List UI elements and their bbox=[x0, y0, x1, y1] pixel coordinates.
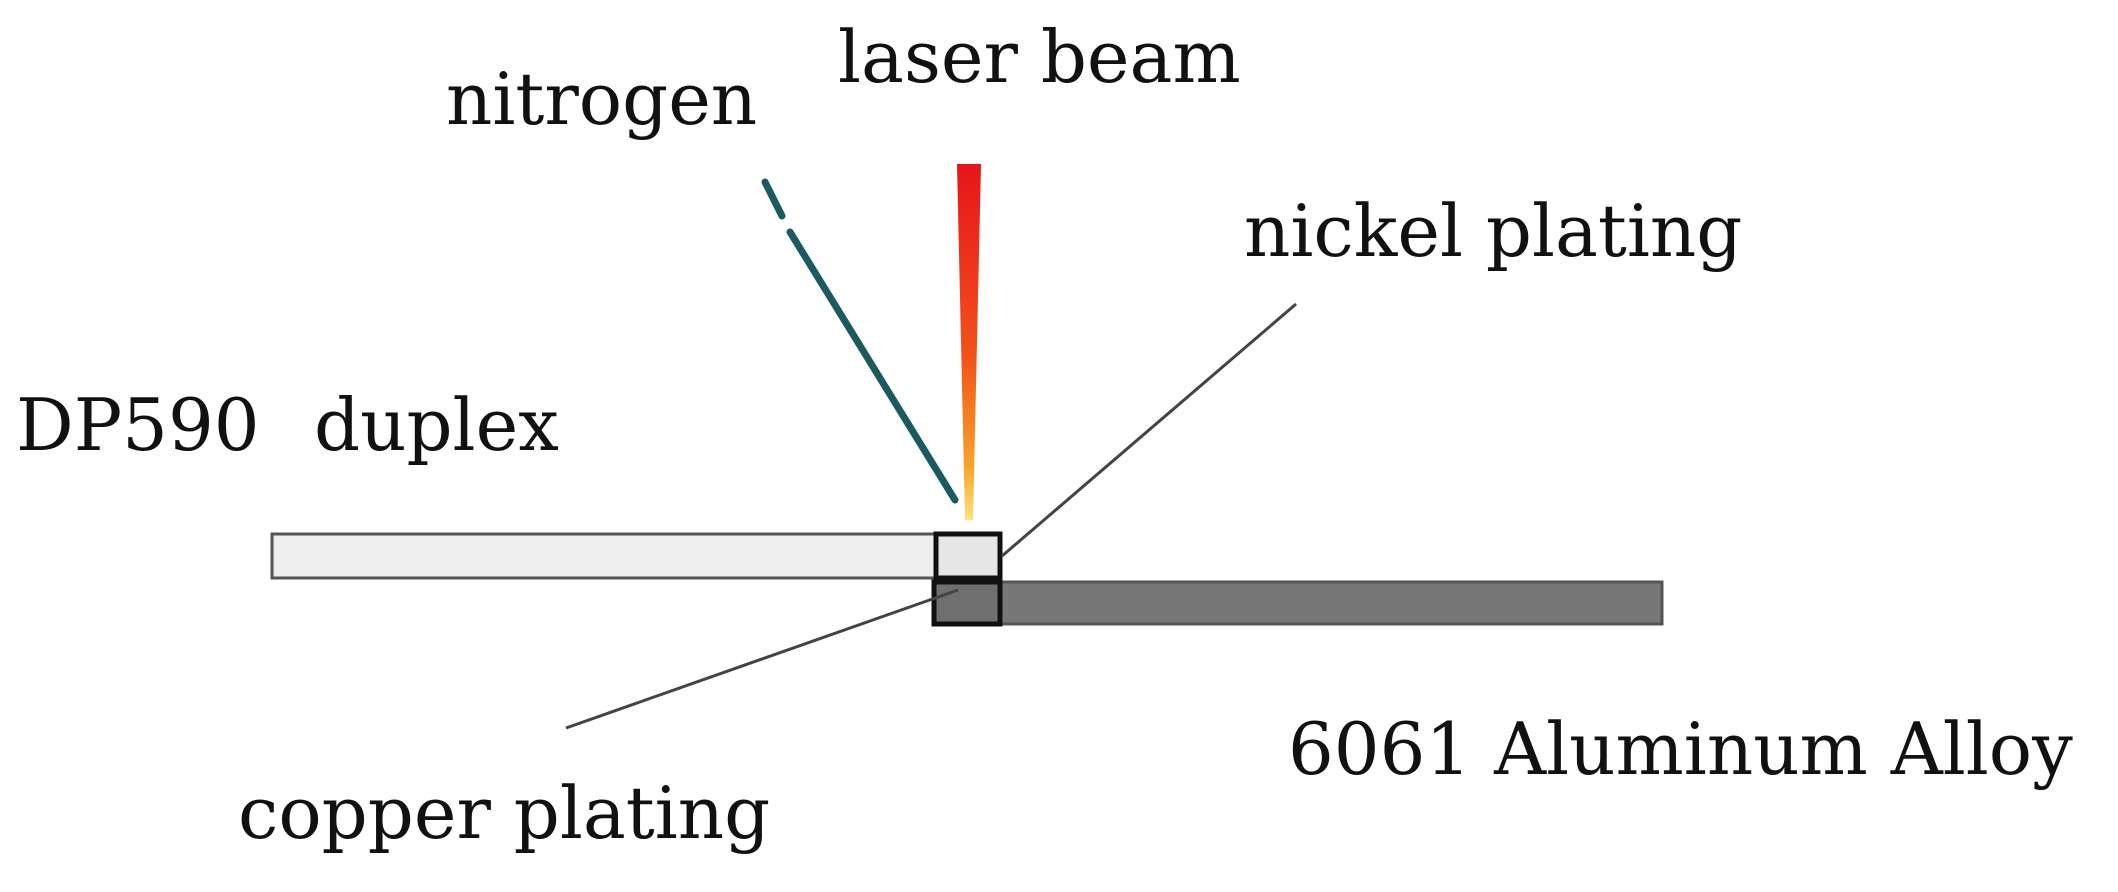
laser-beam-label: laser beam bbox=[838, 15, 1241, 99]
aluminum-alloy-label: 6061 Aluminum Alloy bbox=[1288, 707, 2073, 791]
nickel-plating-label: nickel plating bbox=[1244, 189, 1742, 273]
nitrogen-nozzle bbox=[761, 178, 959, 504]
dp590-sheet bbox=[270, 532, 1002, 580]
nickel-plating-leader bbox=[1001, 302, 1297, 558]
dp590-label: DP590 bbox=[16, 383, 260, 467]
copper-plating-leader bbox=[565, 588, 959, 730]
nickel-plating-layer bbox=[933, 531, 1003, 581]
duplex-label: duplex bbox=[314, 383, 559, 467]
copper-plating-layer bbox=[931, 579, 1003, 627]
laser-beam bbox=[957, 164, 981, 520]
copper-plating-label: copper plating bbox=[238, 771, 770, 855]
nitrogen-label: nitrogen bbox=[446, 57, 757, 141]
aluminum-sheet bbox=[932, 580, 1664, 626]
